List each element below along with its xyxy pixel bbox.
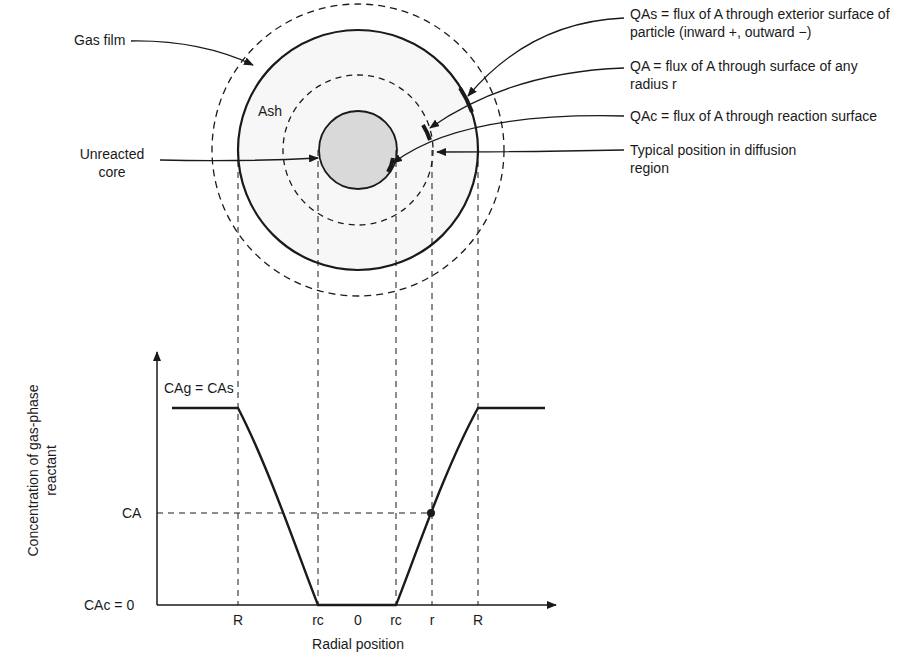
- level-label: CAg = CAs: [162, 380, 236, 398]
- region-label: Gas film: [74, 32, 125, 50]
- level-label: CA: [122, 505, 141, 523]
- flux-definition: QAs = flux of A through exterior surface…: [630, 6, 892, 41]
- callout-label: Typical position in diffusion region: [630, 142, 830, 177]
- axis-title: Radial position: [312, 636, 404, 654]
- region-label: Unreacted core: [67, 146, 157, 181]
- axis-title: Concentration of gas-phase reactant: [25, 370, 60, 570]
- tick-label: r: [430, 612, 435, 630]
- level-label: CAc = 0: [84, 597, 134, 615]
- tick-label: R: [473, 612, 483, 630]
- tick-label: R: [233, 612, 243, 630]
- tick-label: rc: [312, 612, 324, 630]
- tick-label: rc: [390, 612, 402, 630]
- region-label: Ash: [258, 103, 282, 121]
- tick-label: 0: [354, 612, 362, 630]
- flux-definition: QA = flux of A through surface of any ra…: [630, 58, 892, 93]
- flux-definition: QAc = flux of A through reaction surface: [630, 108, 877, 126]
